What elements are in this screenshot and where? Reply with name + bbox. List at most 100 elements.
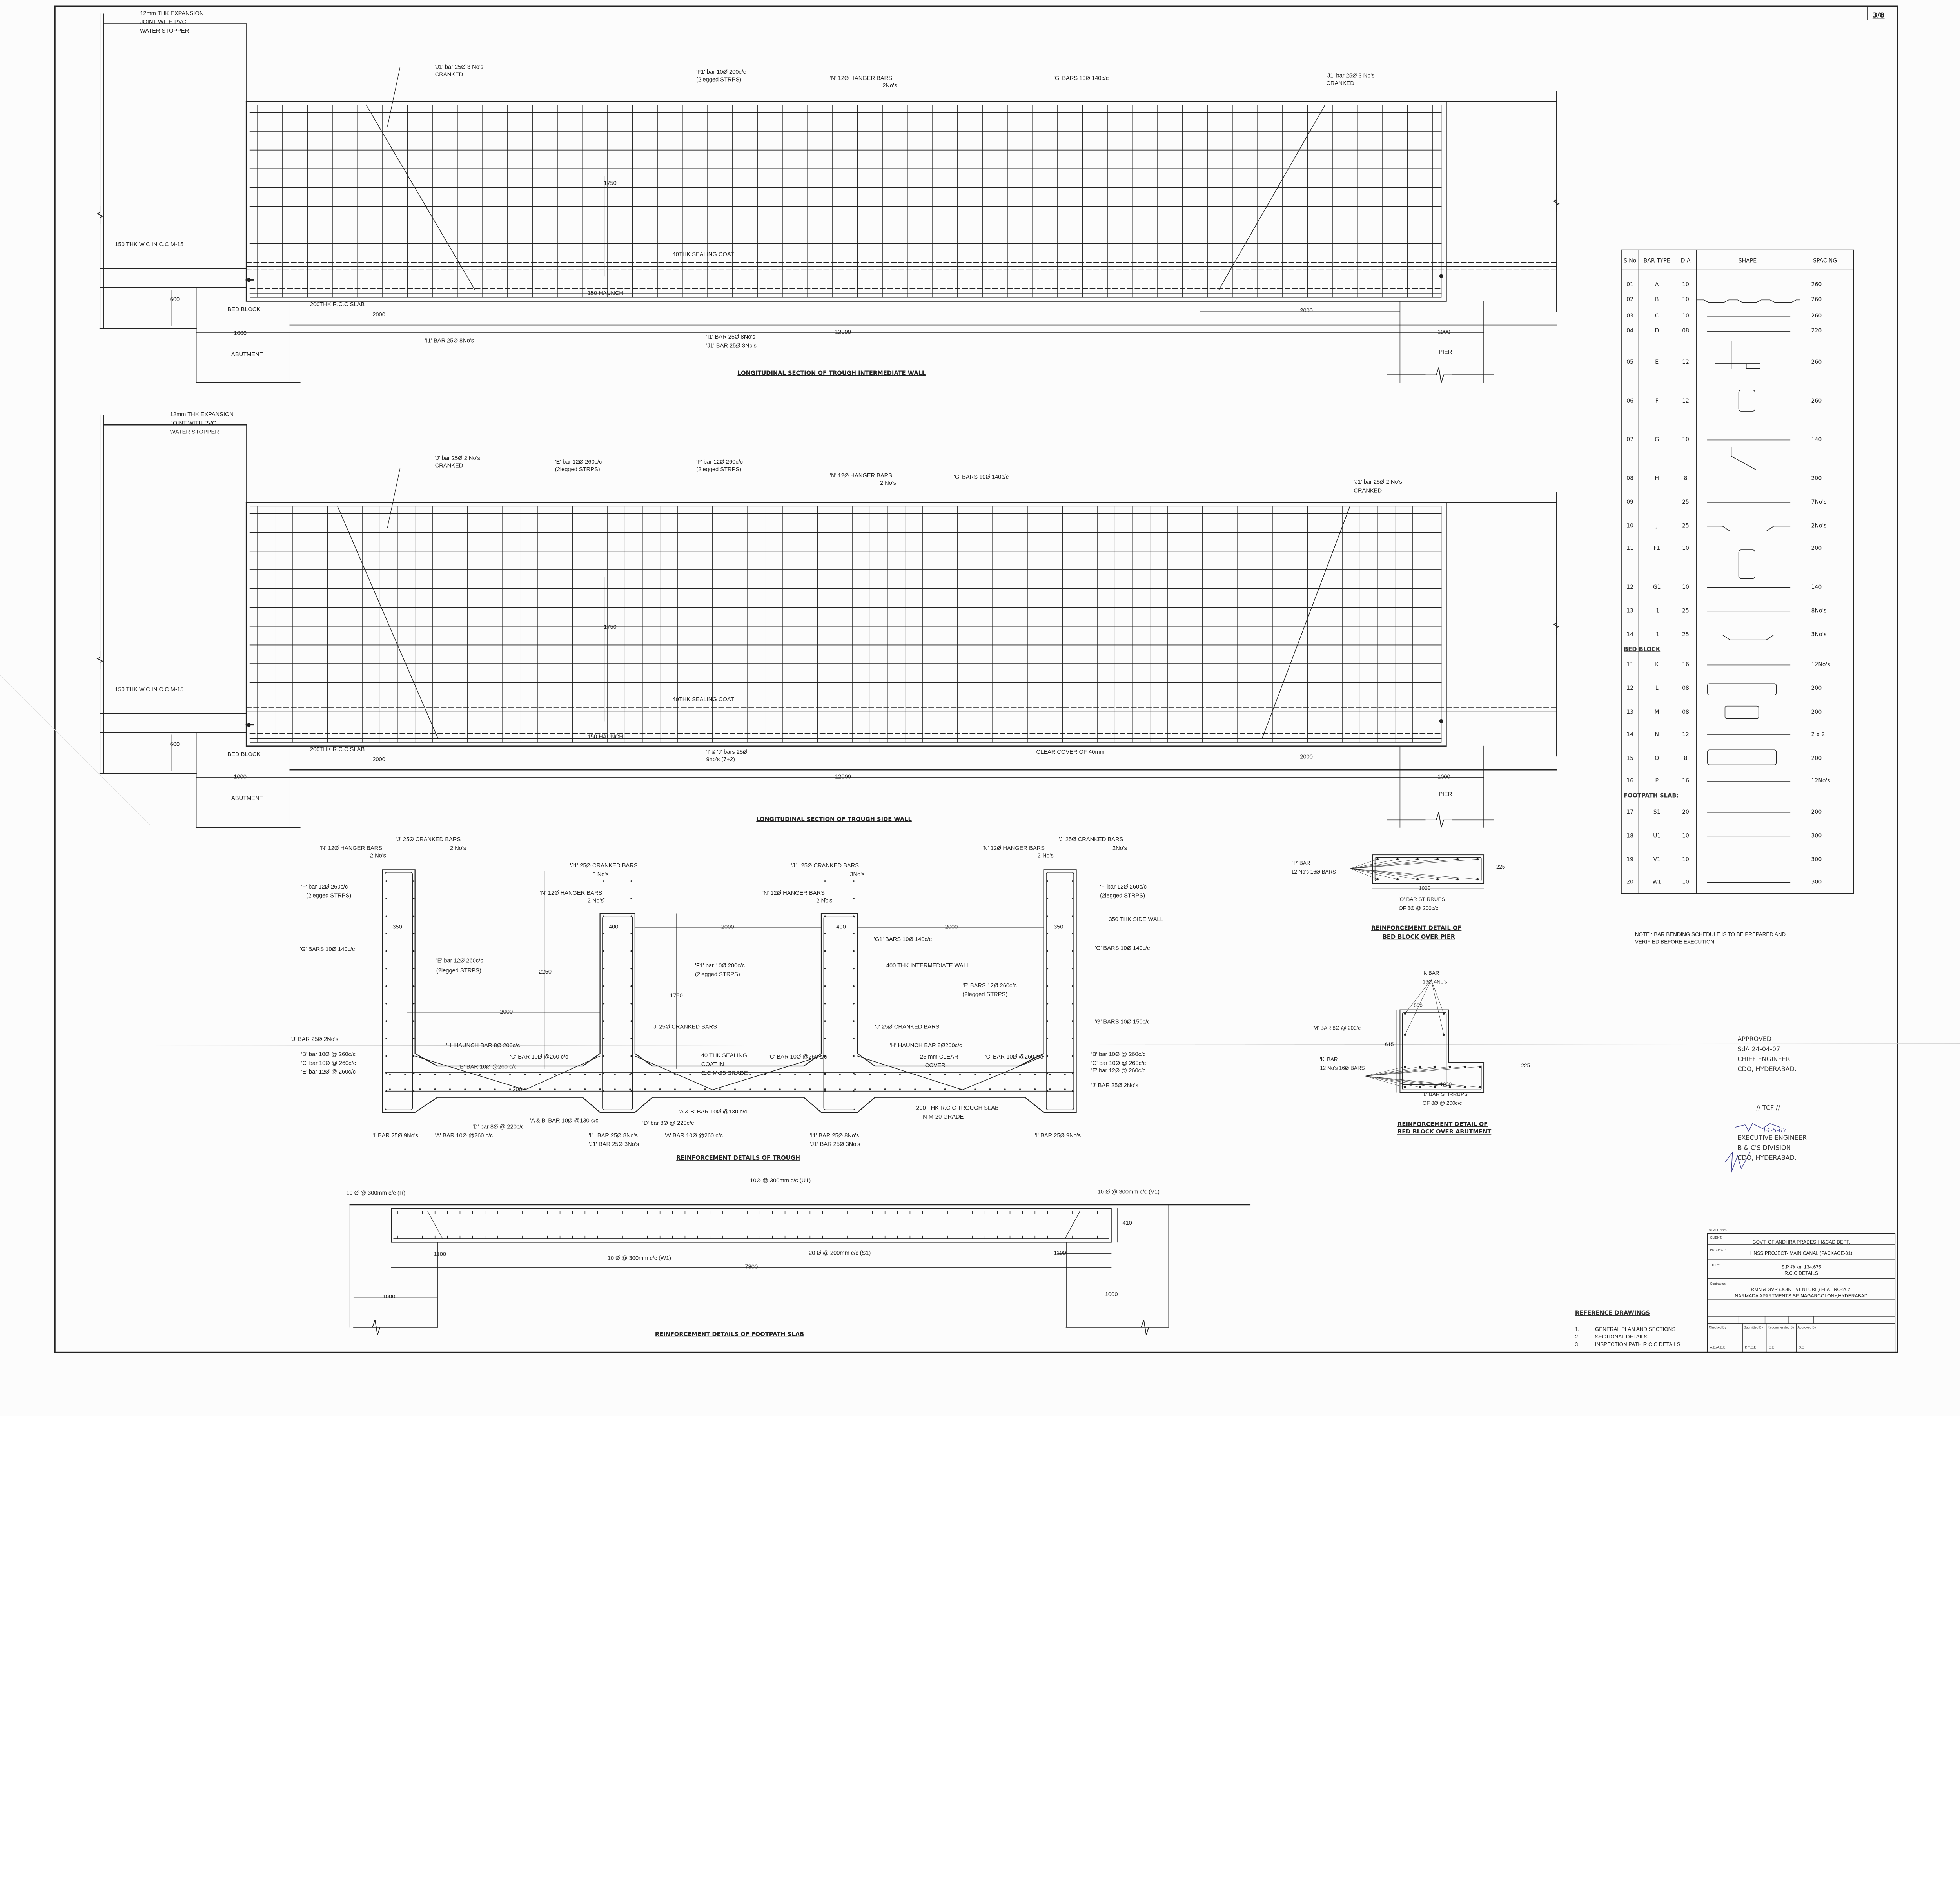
rebar-dot [1047,1055,1049,1057]
s2-bed_height-text: 600 [170,742,180,748]
break-symbol-icon [96,206,103,224]
trough-ab_a-text: 'A & B' BAR 10Ø @130 c/c [530,1118,598,1124]
rebar-dot [404,1088,406,1090]
o-bar-stirrup [1374,857,1482,881]
rebar-dot [853,933,855,934]
rect-tall-shape-icon [1707,749,1777,765]
s1-j1_left-0-text: 'J1' bar 25Ø 3 No's [435,64,483,70]
table-cell-bar-type: O [1655,755,1659,762]
s1-height-text: 1750 [604,180,617,187]
rebar-dot [1049,1088,1051,1090]
s1-sealing-text: 40THK SEALING COAT [673,252,734,258]
bed_abut-k_bar-1-text: 12 No's 16Ø BARS [1320,1065,1365,1071]
rebar-dot [853,968,855,970]
rebar-dot [974,1073,976,1075]
table-cell-bar-type: K [1655,662,1659,668]
rebar-dot [385,1020,387,1022]
initials-signature-icon [1724,1151,1751,1173]
rebar-dot [899,1088,901,1090]
table-cell-bar-type: L [1655,685,1659,691]
table-cell-bar-type: F1 [1653,545,1660,551]
s1-wc-text: 150 THK W.C IN C.C M-15 [115,241,183,248]
trough-c_bar_a-text: 'C' BAR 10Ø @260 c/c [510,1054,568,1060]
rebar-dot [413,950,415,952]
footpath-w1-text: 10 Ø @ 300mm c/c (W1) [608,1255,671,1261]
rebar-dot [630,1003,632,1005]
rebar-dot [539,1088,541,1090]
rebar-dot [554,1073,556,1075]
rebar-dot [644,1073,646,1075]
table-cell-bar-type: N [1655,731,1659,738]
table-cell-spacing: 300 [1811,856,1822,863]
table-cell-bar-type: J [1656,523,1658,529]
rebar-dot [853,1003,855,1005]
signoff-label: Checked By [1709,1326,1727,1329]
rebar-dot [479,1088,481,1090]
s2-e-0-text: 'E' bar 12Ø 260c/c [555,459,602,465]
rebar-dot [719,1073,721,1075]
rebar-dot [630,880,632,882]
drawing-line [1365,1076,1480,1088]
table-cell-bar-type: G1 [1653,584,1661,590]
wall-stirrup [1046,872,1074,1110]
s2-e-1-text: (2legged STRPS) [555,466,600,473]
trough-c_bar_b-text: 'C' BAR 10Ø @260 c/c [769,1054,827,1060]
bed_abut-width-text: 1000 [1440,1081,1452,1087]
footpath-left_1100-text: 1100 [434,1251,446,1258]
signoff-role: A.E./A.E.E. [1710,1346,1726,1349]
s1-dim_left-text: 2000 [372,312,385,318]
break-symbol-icon [1423,812,1457,828]
table-cell-dia: 08 [1682,709,1689,715]
rebar-dot [1072,950,1073,952]
reference-item-label: INSPECTION PATH R.C.C DETAILS [1595,1341,1681,1347]
trough-bce_right-0-text: 'B' bar 10Ø @ 260c/c [1091,1052,1146,1058]
cranked-bar [634,1055,713,1090]
rebar-dot [630,933,632,934]
drawing-line [1365,1066,1480,1076]
s2-wc-text: 150 THK W.C IN C.C M-15 [115,686,183,693]
rebar-dot [1034,1073,1036,1075]
s2-slab-text: 200THK R.C.C SLAB [310,746,365,753]
rebar-dot [603,1055,605,1057]
rebar-dot [630,1055,632,1057]
note-1-text: VERIFIED BEFORE EXECUTION. [1635,939,1716,945]
s1-expansion-2-text: WATER STOPPER [140,28,189,34]
rebar-dot [929,1088,931,1090]
title_block-project_label-text: PROJECT: [1710,1248,1726,1252]
table-group-heading: BED BLOCK [1624,646,1661,653]
table-cell-sno: 20 [1626,879,1633,885]
footpath-s1-text: 20 Ø @ 200mm c/c (S1) [809,1250,871,1257]
rebar-dot [603,985,605,987]
rebar-dot [603,898,605,899]
rebar-dot [794,1088,796,1090]
s2-j_left-0-text: 'J' bar 25Ø 2 No's [435,455,480,461]
table-cell-dia: 25 [1682,631,1689,638]
drawing-line [1365,1076,1465,1088]
sheet-number-box [1867,6,1895,20]
project-name: HNSS PROJECT- MAIN CANAL (PACKAGE-31) [1750,1251,1852,1256]
table-cell-dia: 10 [1682,281,1689,288]
rebar-dot [1047,933,1049,934]
rebar-dot [603,880,605,882]
trough-bce_left-0-text: 'B' bar 10Ø @ 260c/c [301,1052,356,1058]
s1-f1-1-text: (2legged STRPS) [696,76,741,83]
rebar-dot [630,1090,632,1092]
bearing-dot-icon [1439,719,1443,724]
rebar-dot [603,933,605,934]
sheet-number: 3/8 [1873,12,1885,20]
table-cell-dia: 10 [1682,313,1689,319]
rebar-dot [385,915,387,917]
drawing-line [1350,868,1478,880]
rebar-dot [929,1073,931,1075]
rebar-dot [1049,1073,1051,1075]
table-cell-spacing: 200 [1811,685,1822,691]
rebar-dot [839,1073,841,1075]
rebar-dot [614,1088,616,1090]
rebar-dot [413,898,415,899]
reference-item-label: GENERAL PLAN AND SECTIONS [1595,1326,1675,1332]
trough-intermediate_wall-text: 400 THK INTERMEDIATE WALL [886,963,970,969]
rebar-dot [824,1003,826,1005]
table-cell-spacing: 140 [1811,437,1822,443]
